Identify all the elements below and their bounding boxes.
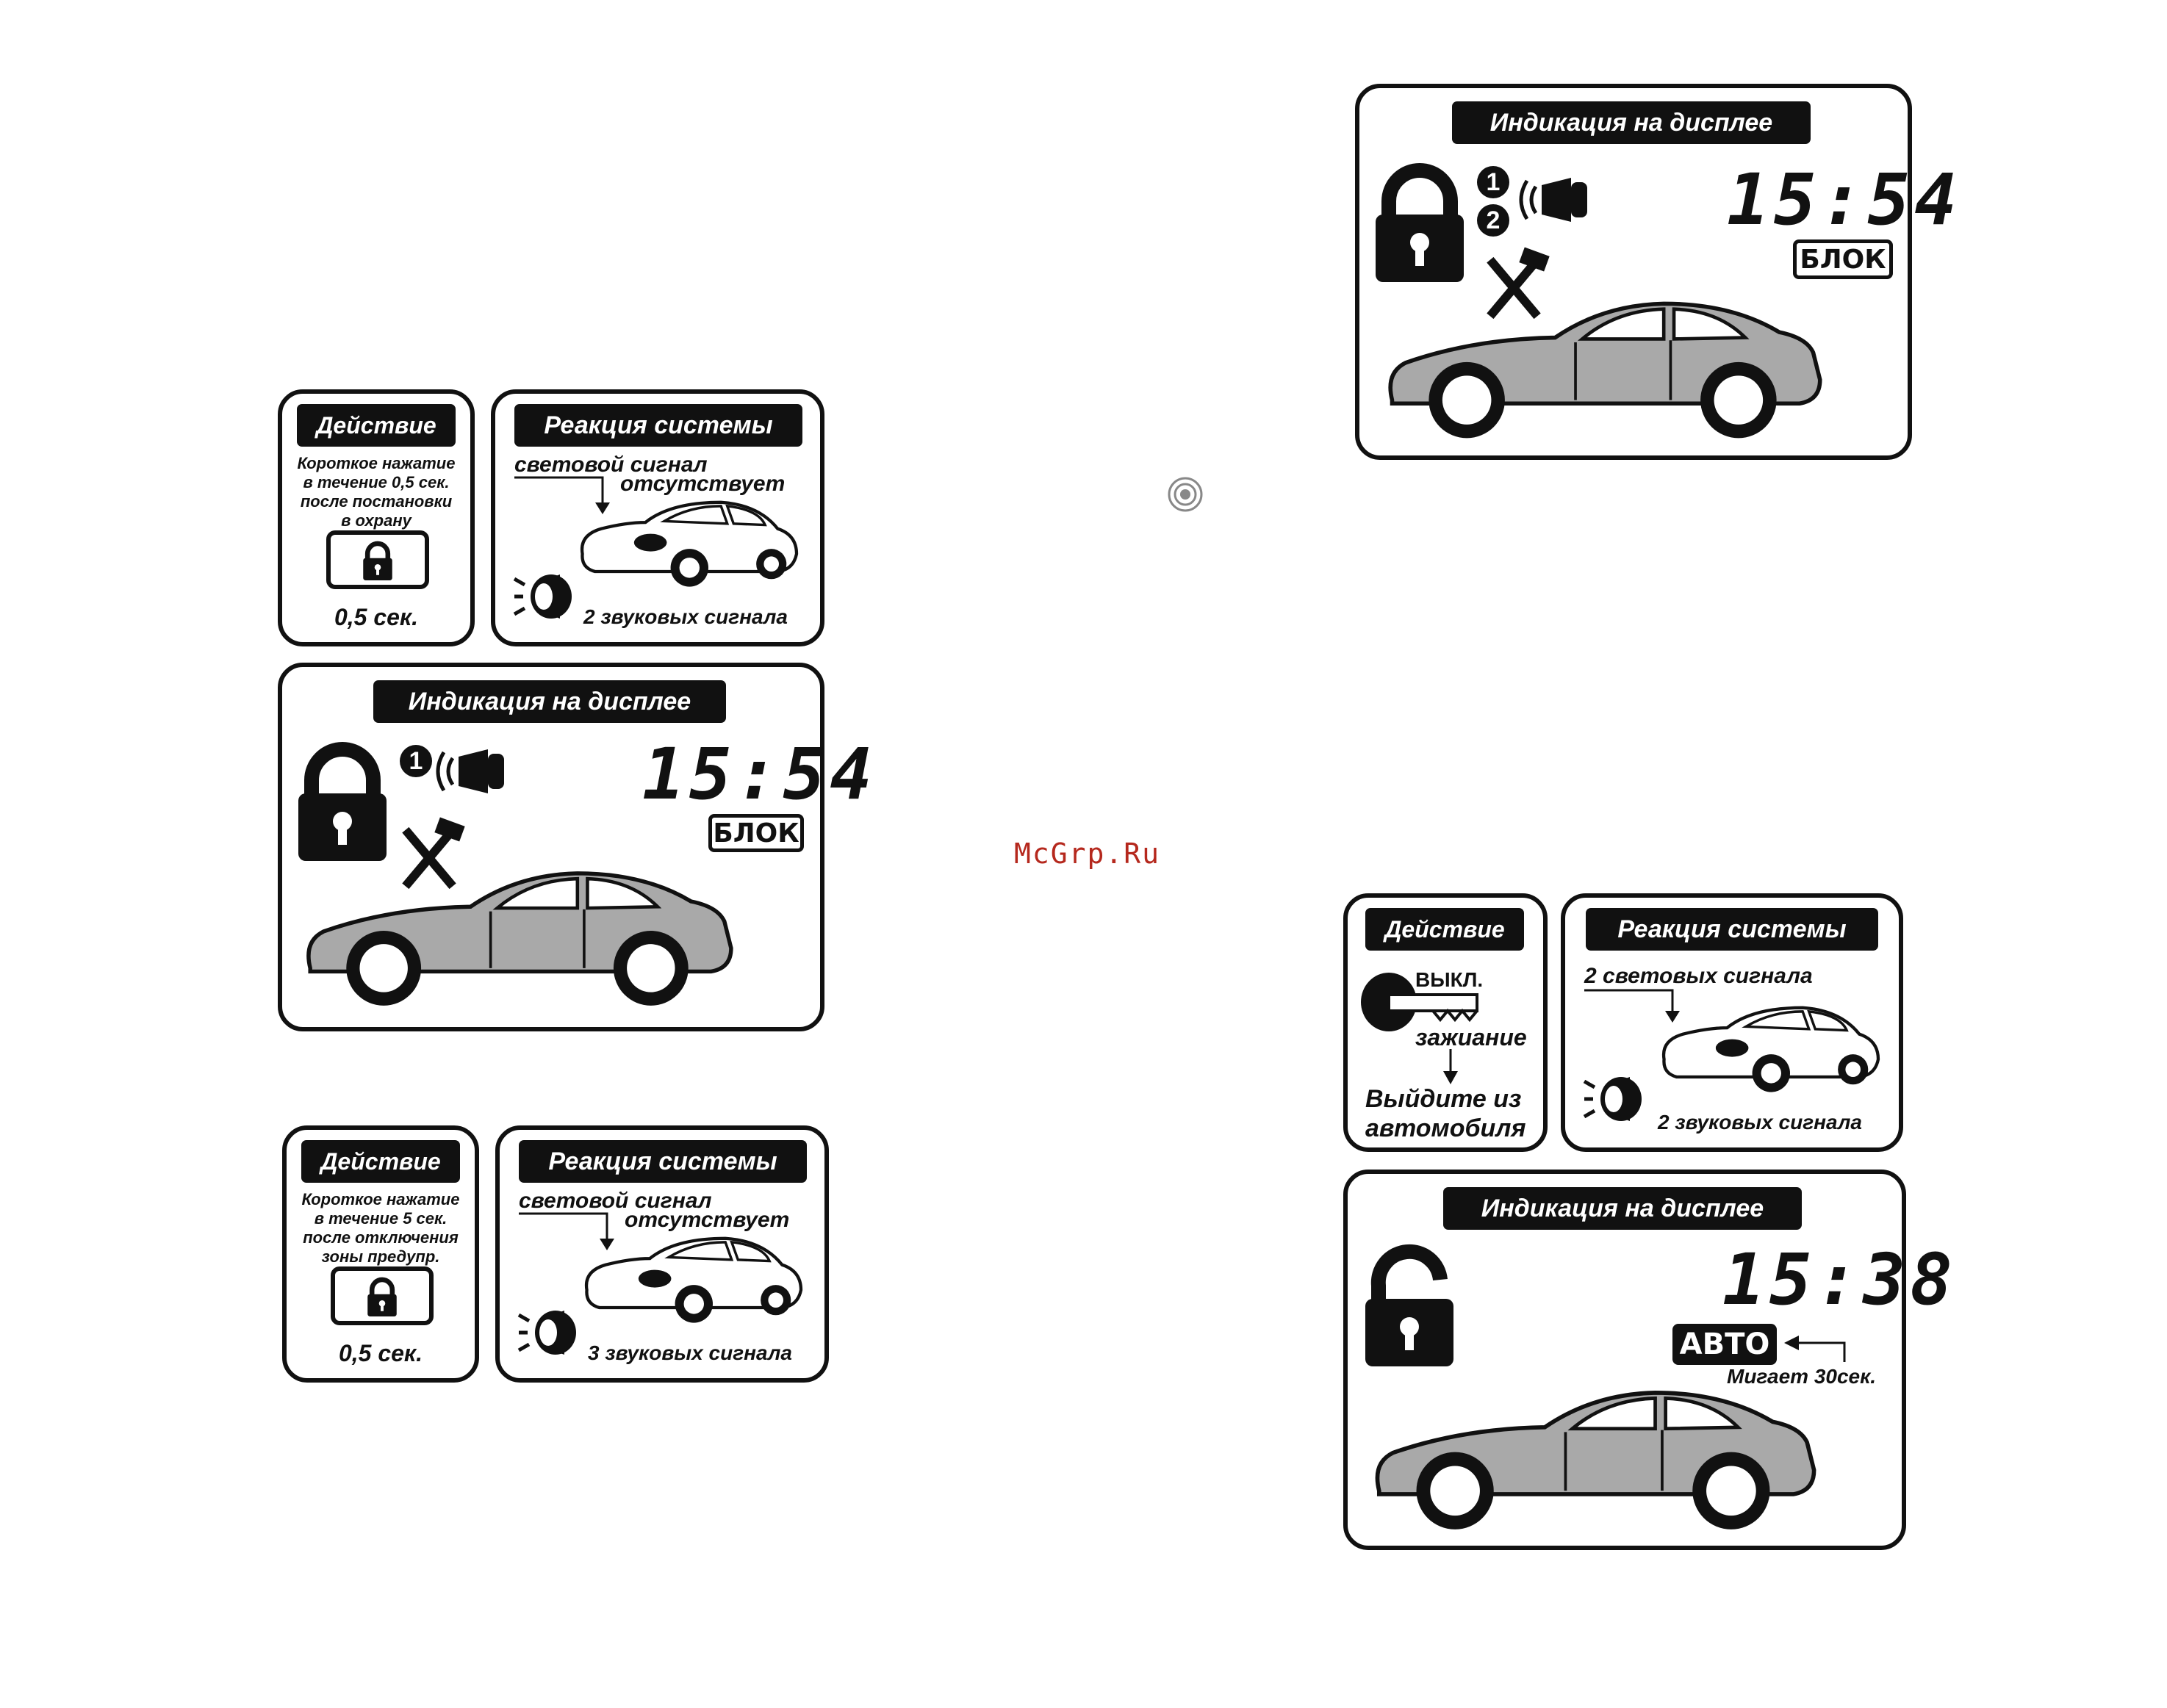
panel4-action-header: Действие: [1365, 908, 1524, 951]
arrow-down-icon: [1584, 989, 1680, 1023]
siren-icon: [1520, 178, 1593, 225]
speaker-icon: [519, 1311, 570, 1356]
instruction-line: автомобиля: [1365, 1114, 1526, 1142]
panel2-action-description: Короткое нажатие в течение 5 сек. после …: [287, 1190, 475, 1266]
lock-closed-icon: [1376, 166, 1464, 282]
panel1-action-box: Действие Короткое нажатие в течение 0,5 …: [278, 389, 475, 646]
description-line: после отключения: [303, 1228, 459, 1247]
description-line: Короткое нажатие: [297, 454, 456, 472]
key-off-label: ВЫКЛ.: [1415, 968, 1484, 991]
lock-icon: [363, 542, 392, 580]
panel2-reaction-header: Реакция системы: [519, 1140, 807, 1183]
lock-icon: [367, 1278, 397, 1316]
flash-note: Мигает 30сек.: [1727, 1365, 1877, 1388]
zone-1-badge: 1: [400, 745, 432, 777]
ignition-label: зажиание: [1415, 1024, 1527, 1051]
panel4-display-header: Индикация на дисплее: [1443, 1187, 1802, 1230]
arrow-down-icon: [519, 1212, 614, 1250]
key-icon: [1361, 973, 1478, 1031]
lock-button: [326, 530, 429, 589]
panel2-action-box: Действие Короткое нажатие в течение 5 се…: [282, 1125, 479, 1383]
arrow-left-icon: [1784, 1336, 1846, 1362]
panel4-reaction-box: Реакция системы 2 световых сигнала 2 зву…: [1561, 893, 1903, 1152]
description-line: после постановки: [300, 492, 453, 511]
block-badge: БЛОК: [1793, 239, 1893, 279]
panel1-action-description: Короткое нажатие в течение 0,5 сек. посл…: [282, 454, 470, 530]
description-line: Короткое нажатие: [301, 1190, 460, 1208]
arrow-down-icon: [514, 476, 610, 514]
panel1-action-duration: 0,5 сек.: [334, 604, 419, 630]
panel4-reaction-header: Реакция системы: [1586, 908, 1878, 951]
display-clock: 15:54: [642, 733, 877, 815]
siren-icon: [436, 749, 510, 796]
instruction-line: Выйдите из: [1365, 1085, 1522, 1113]
lock-closed-icon: [298, 745, 387, 861]
exit-instruction: Выйдите из автомобиля: [1365, 1084, 1525, 1143]
coupe-car-icon: [297, 861, 738, 1015]
avto-badge: АВТО: [1672, 1324, 1777, 1365]
arrow-down-icon: [1443, 1049, 1458, 1084]
panel1-action-header: Действие: [297, 404, 456, 447]
panel2-light-label: световой сигнал: [519, 1189, 712, 1213]
panel3-display-header: Индикация на дисплее: [1452, 101, 1811, 144]
panel4-sound: 2 звуковых сигнала: [1658, 1111, 1862, 1134]
panel4-action-box: Действие ВЫКЛ. зажиание Выйдите из автом…: [1343, 893, 1548, 1152]
panel1-display-header: Индикация на дисплее: [373, 680, 726, 723]
description-line: в течение 5 сек.: [314, 1209, 448, 1228]
watermark: McGrp.Ru: [1014, 837, 1161, 870]
sports-car-icon: [576, 495, 797, 591]
sports-car-icon: [581, 1231, 801, 1327]
panel3-display-box: Индикация на дисплее 1 2 15:54 БЛОК: [1355, 84, 1957, 460]
description-line: в течение 0,5 сек.: [303, 473, 450, 491]
coupe-car-icon: [1365, 1383, 1821, 1537]
zone-2-badge: 2: [1477, 204, 1509, 237]
panel2-reaction-box: Реакция системы световой сигнал отсутств…: [495, 1125, 829, 1383]
panel1-light-status: отсутствует: [620, 472, 786, 496]
panel4-light: 2 световых сигнала: [1584, 964, 1813, 988]
panel2-sound: 3 звуковых сигнала: [588, 1341, 792, 1364]
block-badge: БЛОК: [708, 814, 804, 852]
description-line: зоны предупр.: [321, 1247, 440, 1266]
panel1-display-box: Индикация на дисплее 1 15:54 БЛОК: [278, 663, 872, 1031]
panel2-action-header: Действие: [301, 1140, 460, 1183]
panel2-light-status: отсутствует: [625, 1208, 790, 1232]
sports-car-icon: [1658, 1001, 1878, 1096]
panel1-sound: 2 звуковых сигнала: [583, 605, 788, 628]
display-clock: 15:54: [1727, 159, 1961, 241]
lock-open-icon: [1365, 1250, 1453, 1366]
panel2-action-duration: 0,5 сек.: [338, 1340, 423, 1366]
panel1-reaction-header: Реакция системы: [514, 404, 802, 447]
coupe-car-icon: [1379, 292, 1827, 447]
speaker-icon: [1584, 1077, 1636, 1123]
panel1-light-label: световой сигнал: [514, 453, 708, 477]
registration-mark-icon: [1168, 477, 1203, 512]
panel1-reaction-box: Реакция системы световой сигнал отсутств…: [491, 389, 824, 646]
display-clock: 15:38: [1722, 1239, 1957, 1321]
speaker-icon: [514, 574, 566, 620]
lock-button: [331, 1266, 434, 1325]
zone-1-badge: 1: [1477, 166, 1509, 198]
description-line: в охрану: [341, 511, 412, 530]
panel4-display-box: Индикация на дисплее 15:38 АВТО Мигает 3…: [1343, 1170, 1952, 1550]
